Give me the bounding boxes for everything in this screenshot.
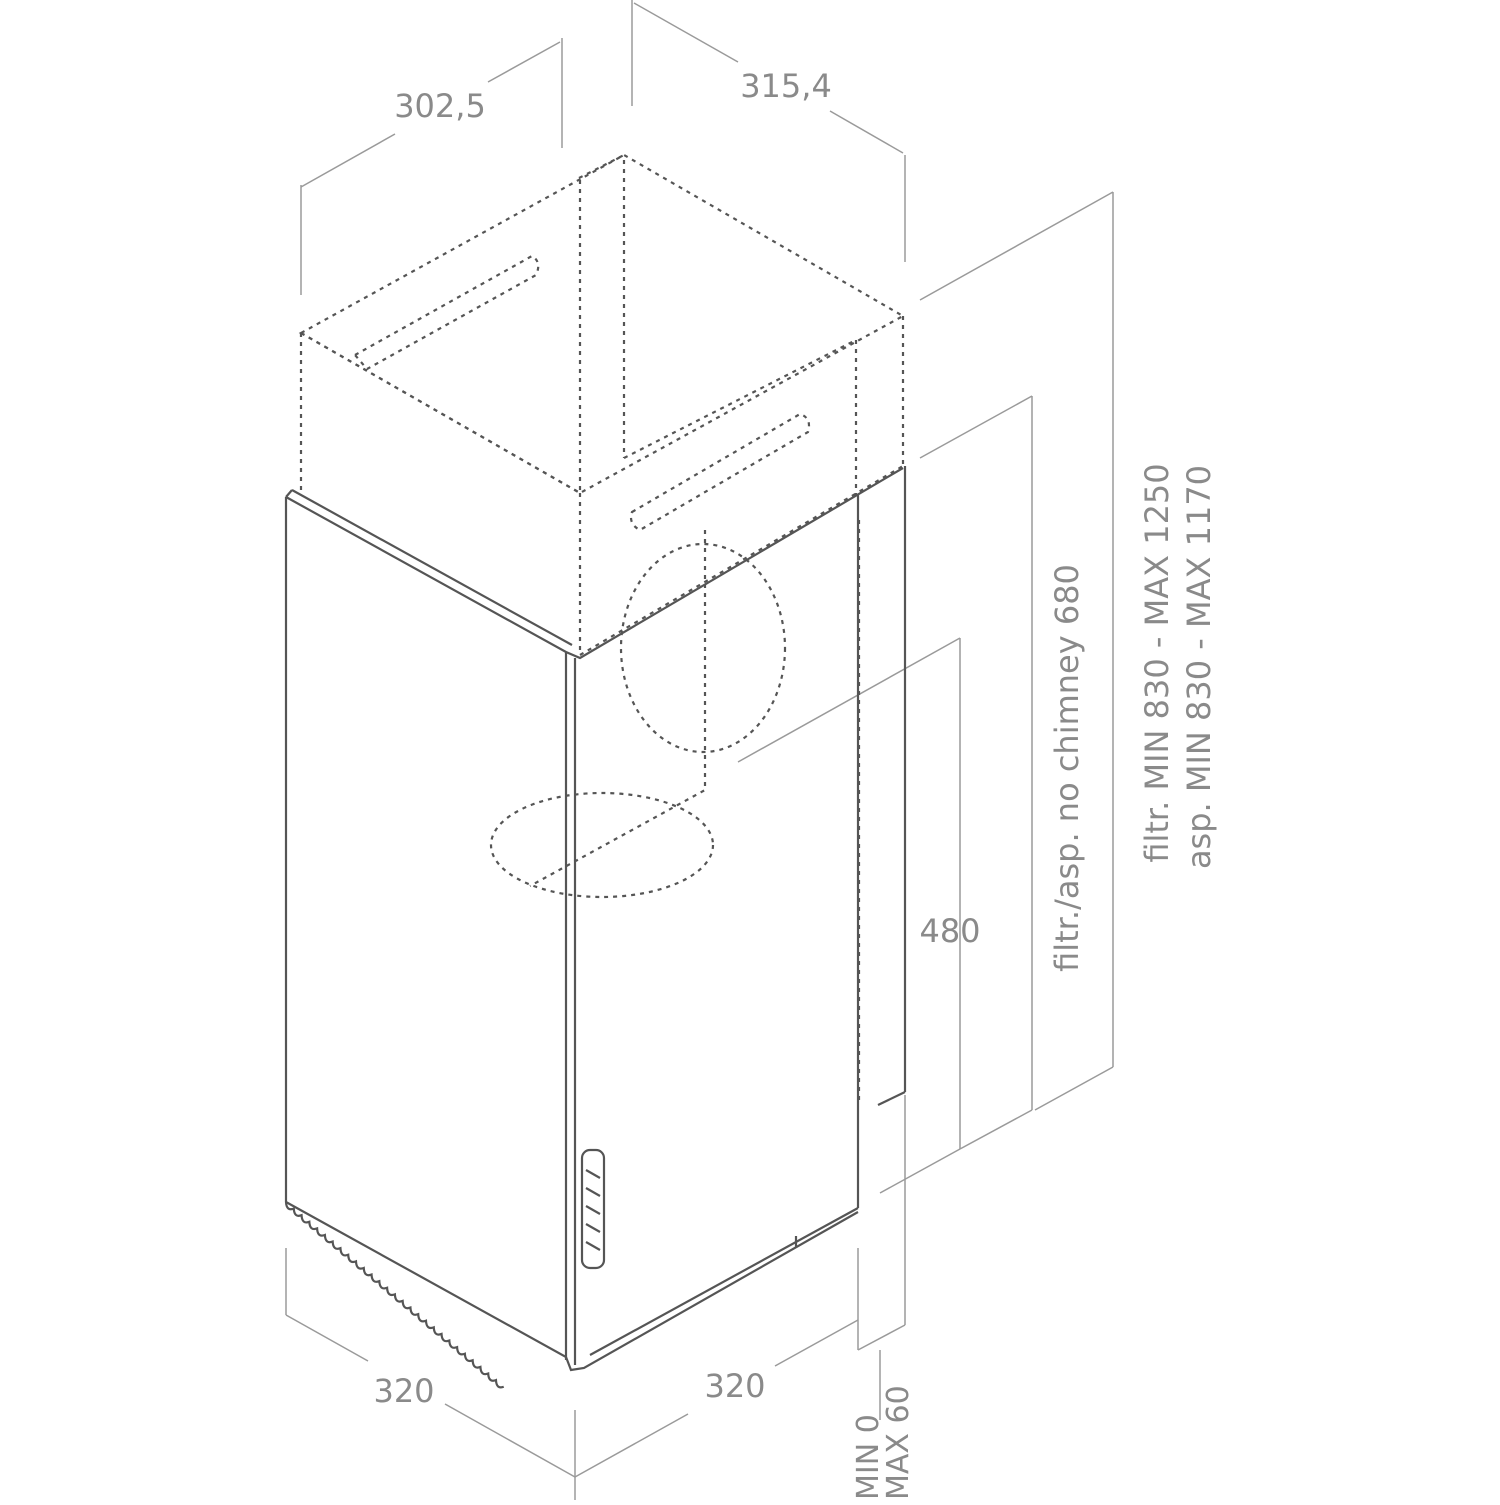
dim-line-bottom-right-1 — [574, 1413, 689, 1478]
ext-line-body-bottom — [879, 1148, 961, 1194]
vent-slot-left — [353, 254, 540, 371]
chimney-top-face — [298, 153, 906, 495]
vent-slot-right — [629, 412, 811, 532]
body-top-rim — [285, 467, 904, 660]
body-bottom-edge — [285, 1201, 859, 1372]
dim-line-top-left-2 — [487, 41, 561, 83]
label-offset-min: MIN 0 — [851, 1414, 886, 1500]
dim-line-top-right-2 — [829, 110, 904, 154]
duct-centerline — [529, 530, 707, 887]
dimension-lines — [285, 0, 1114, 1505]
label-top-right-width: 315,4 — [740, 67, 832, 105]
label-total-extract: asp. MIN 830 - MAX 1170 — [1180, 465, 1218, 869]
control-button-5 — [585, 1241, 601, 1251]
filter-ellipse — [489, 791, 715, 899]
ext-line-total-top — [919, 191, 1114, 301]
chimney-bottom-right — [579, 465, 904, 656]
body-bottom-right-inner — [589, 1207, 859, 1356]
ext-line-body-top — [737, 637, 961, 763]
body-right-bottom-tick — [877, 1091, 906, 1106]
dim-line-top-left-1 — [300, 133, 396, 188]
hood-body — [284, 466, 907, 1389]
chimney-front-left — [300, 332, 581, 494]
control-panel — [580, 1148, 606, 1270]
label-bottom-right-width: 320 — [704, 1367, 765, 1405]
label-top-left-width: 302,5 — [394, 87, 486, 125]
control-button-4 — [585, 1223, 601, 1233]
label-chimney-height: filtr./asp. no chimney 680 — [1048, 564, 1086, 972]
control-button-2 — [585, 1187, 601, 1197]
body-rim-corner — [285, 489, 293, 498]
dim-line-bottom-left-1 — [285, 1314, 369, 1362]
ext-line-total-bottom — [1034, 1066, 1114, 1111]
ext-line-chimney-top — [919, 395, 1033, 459]
dim-line-offset — [857, 1324, 906, 1351]
chimney-outline-dotted — [298, 153, 906, 1100]
dim-line-bottom-right-2 — [774, 1319, 859, 1367]
label-body-height: 480 — [919, 912, 980, 950]
label-total-filter: filtr. MIN 830 - MAX 1250 — [1138, 463, 1176, 862]
control-button-1 — [585, 1169, 601, 1179]
body-serrated-edge — [284, 1201, 505, 1389]
label-bottom-left-width: 320 — [373, 1372, 434, 1410]
dim-line-bottom-left-2 — [444, 1403, 576, 1478]
motor-housing-ellipse — [619, 542, 787, 754]
chimney-inner-right — [623, 339, 857, 459]
body-top-rim-inner — [291, 489, 573, 646]
ext-line-chimney-bottom — [959, 1109, 1033, 1150]
dimension-labels: 302,5 315,4 480 filtr./asp. no chimney 6… — [373, 67, 1218, 1500]
control-button-3 — [585, 1205, 601, 1215]
dim-line-top-right-1 — [633, 2, 739, 63]
label-offset-max: MAX 60 — [881, 1385, 916, 1500]
